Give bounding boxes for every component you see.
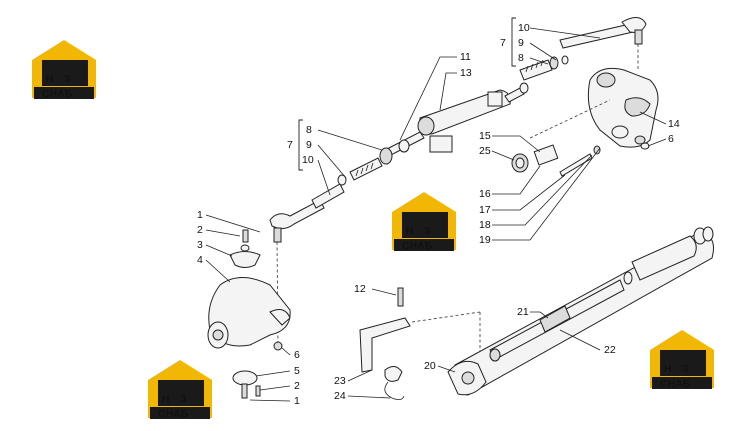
callout-17: 17 xyxy=(479,204,491,216)
svg-text:З: З xyxy=(64,73,71,85)
callout-6-left: 6 xyxy=(294,349,300,361)
right-knuckle-housing xyxy=(511,67,659,177)
steering-cylinder xyxy=(384,82,529,157)
callout-3: 3 xyxy=(197,239,203,251)
callout-9-left: 9 xyxy=(306,139,312,151)
callout-12: 12 xyxy=(354,283,366,295)
callout-13: 13 xyxy=(460,67,472,79)
callout-labels: 10 9 8 7 11 13 14 6 15 25 16 17 18 19 8 … xyxy=(197,22,680,407)
group-bracket-top xyxy=(511,17,516,67)
callout-7-top: 7 xyxy=(500,37,506,49)
watermark-logo: Н З СНАБ xyxy=(392,192,456,252)
svg-text:СНАБ: СНАБ xyxy=(660,378,691,390)
callout-23: 23 xyxy=(334,375,346,387)
leader-lines xyxy=(205,27,667,402)
svg-text:З: З xyxy=(180,393,187,405)
sensor-bracket xyxy=(359,287,481,400)
svg-text:З: З xyxy=(682,363,689,375)
callout-21: 21 xyxy=(517,306,529,318)
callout-24: 24 xyxy=(334,390,346,402)
watermark-logo: Н З СНАБ xyxy=(148,360,212,420)
callout-14: 14 xyxy=(668,118,680,130)
callout-7-left: 7 xyxy=(287,139,293,151)
left-tie-rod xyxy=(269,147,393,347)
callout-5: 5 xyxy=(294,365,300,377)
callout-1-upper: 1 xyxy=(197,209,203,221)
svg-text:З: З xyxy=(424,225,431,237)
callout-1-lower: 1 xyxy=(294,395,300,407)
callout-20: 20 xyxy=(424,360,436,372)
callout-8-left: 8 xyxy=(306,124,312,136)
callout-10-top: 10 xyxy=(518,22,530,34)
upper-tie-rod xyxy=(519,17,647,81)
callout-25: 25 xyxy=(479,145,491,157)
callout-10-left: 10 xyxy=(302,154,314,166)
lower-cylinder xyxy=(447,226,714,396)
watermark-logo: Н З СНАБ xyxy=(32,40,96,100)
callout-4: 4 xyxy=(197,254,203,266)
callout-11: 11 xyxy=(460,51,471,63)
callout-2-lower: 2 xyxy=(294,380,300,392)
svg-text:Н: Н xyxy=(46,73,54,85)
svg-text:Н: Н xyxy=(406,225,414,237)
callout-6-right: 6 xyxy=(668,133,674,145)
svg-text:Н: Н xyxy=(162,393,170,405)
svg-text:СНАБ: СНАБ xyxy=(402,240,433,252)
callout-22: 22 xyxy=(604,344,616,356)
callout-2-upper: 2 xyxy=(197,224,203,236)
svg-text:Н: Н xyxy=(664,363,672,375)
watermark-logo: Н З СНАБ xyxy=(650,330,714,390)
callout-18: 18 xyxy=(479,219,491,231)
callout-15: 15 xyxy=(479,130,491,142)
callout-8-top: 8 xyxy=(518,52,524,64)
group-bracket-left xyxy=(298,119,303,171)
callout-19: 19 xyxy=(479,234,491,246)
svg-text:СНАБ: СНАБ xyxy=(158,408,189,420)
left-knuckle xyxy=(207,229,291,399)
svg-text:СНАБ: СНАБ xyxy=(42,88,73,100)
callout-9-top: 9 xyxy=(518,37,524,49)
callout-16: 16 xyxy=(479,188,491,200)
